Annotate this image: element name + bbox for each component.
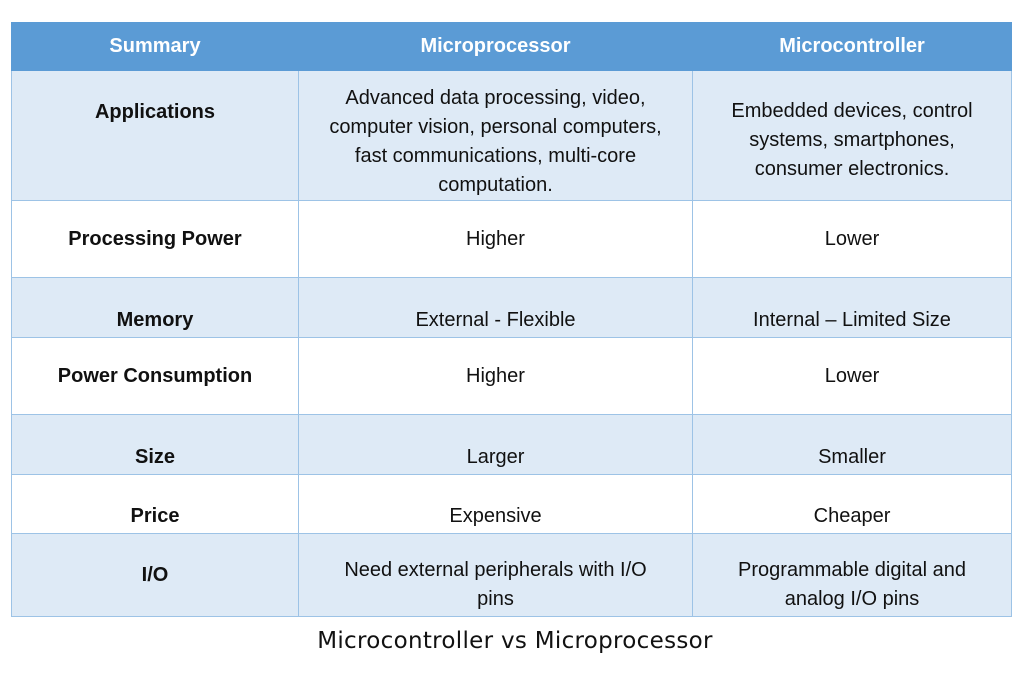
microprocessor-cell: Expensive [298,474,693,534]
microcontroller-cell: Lower [692,337,1012,415]
microcontroller-cell: Internal – Limited Size [692,277,1012,338]
header-microprocessor: Microprocessor [298,22,693,71]
row-label: Power Consumption [11,337,299,415]
row-label: Size [11,414,299,475]
microcontroller-cell: Lower [692,200,1012,278]
header-summary: Summary [11,22,299,71]
microprocessor-cell: Advanced data processing, video, compute… [298,70,693,201]
figure-caption: Microcontroller vs Microprocessor [317,628,713,654]
microcontroller-cell: Cheaper [692,474,1012,534]
row-label: Applications [11,70,299,201]
header-microcontroller: Microcontroller [692,22,1012,71]
row-label: Memory [11,277,299,338]
row-label: I/O [11,533,299,617]
table-row: Memory External - Flexible Internal – Li… [11,277,1012,338]
table-row: Applications Advanced data processing, v… [11,70,1012,201]
microprocessor-cell: Need external peripherals with I/O pins [298,533,693,617]
comparison-table: Summary Microprocessor Microcontroller A… [11,22,1012,617]
table-row: I/O Need external peripherals with I/O p… [11,533,1012,617]
table-row: Price Expensive Cheaper [11,474,1012,534]
table-row: Size Larger Smaller [11,414,1012,475]
row-label: Price [11,474,299,534]
microprocessor-cell: Larger [298,414,693,475]
microprocessor-cell: Higher [298,200,693,278]
microcontroller-cell: Embedded devices, control systems, smart… [692,70,1012,201]
microprocessor-cell: External - Flexible [298,277,693,338]
row-label: Processing Power [11,200,299,278]
table-row: Processing Power Higher Lower [11,200,1012,278]
header-row: Summary Microprocessor Microcontroller [11,22,1012,71]
microprocessor-cell: Higher [298,337,693,415]
microcontroller-cell: Smaller [692,414,1012,475]
table-row: Power Consumption Higher Lower [11,337,1012,415]
microcontroller-cell: Programmable digital and analog I/O pins [692,533,1012,617]
